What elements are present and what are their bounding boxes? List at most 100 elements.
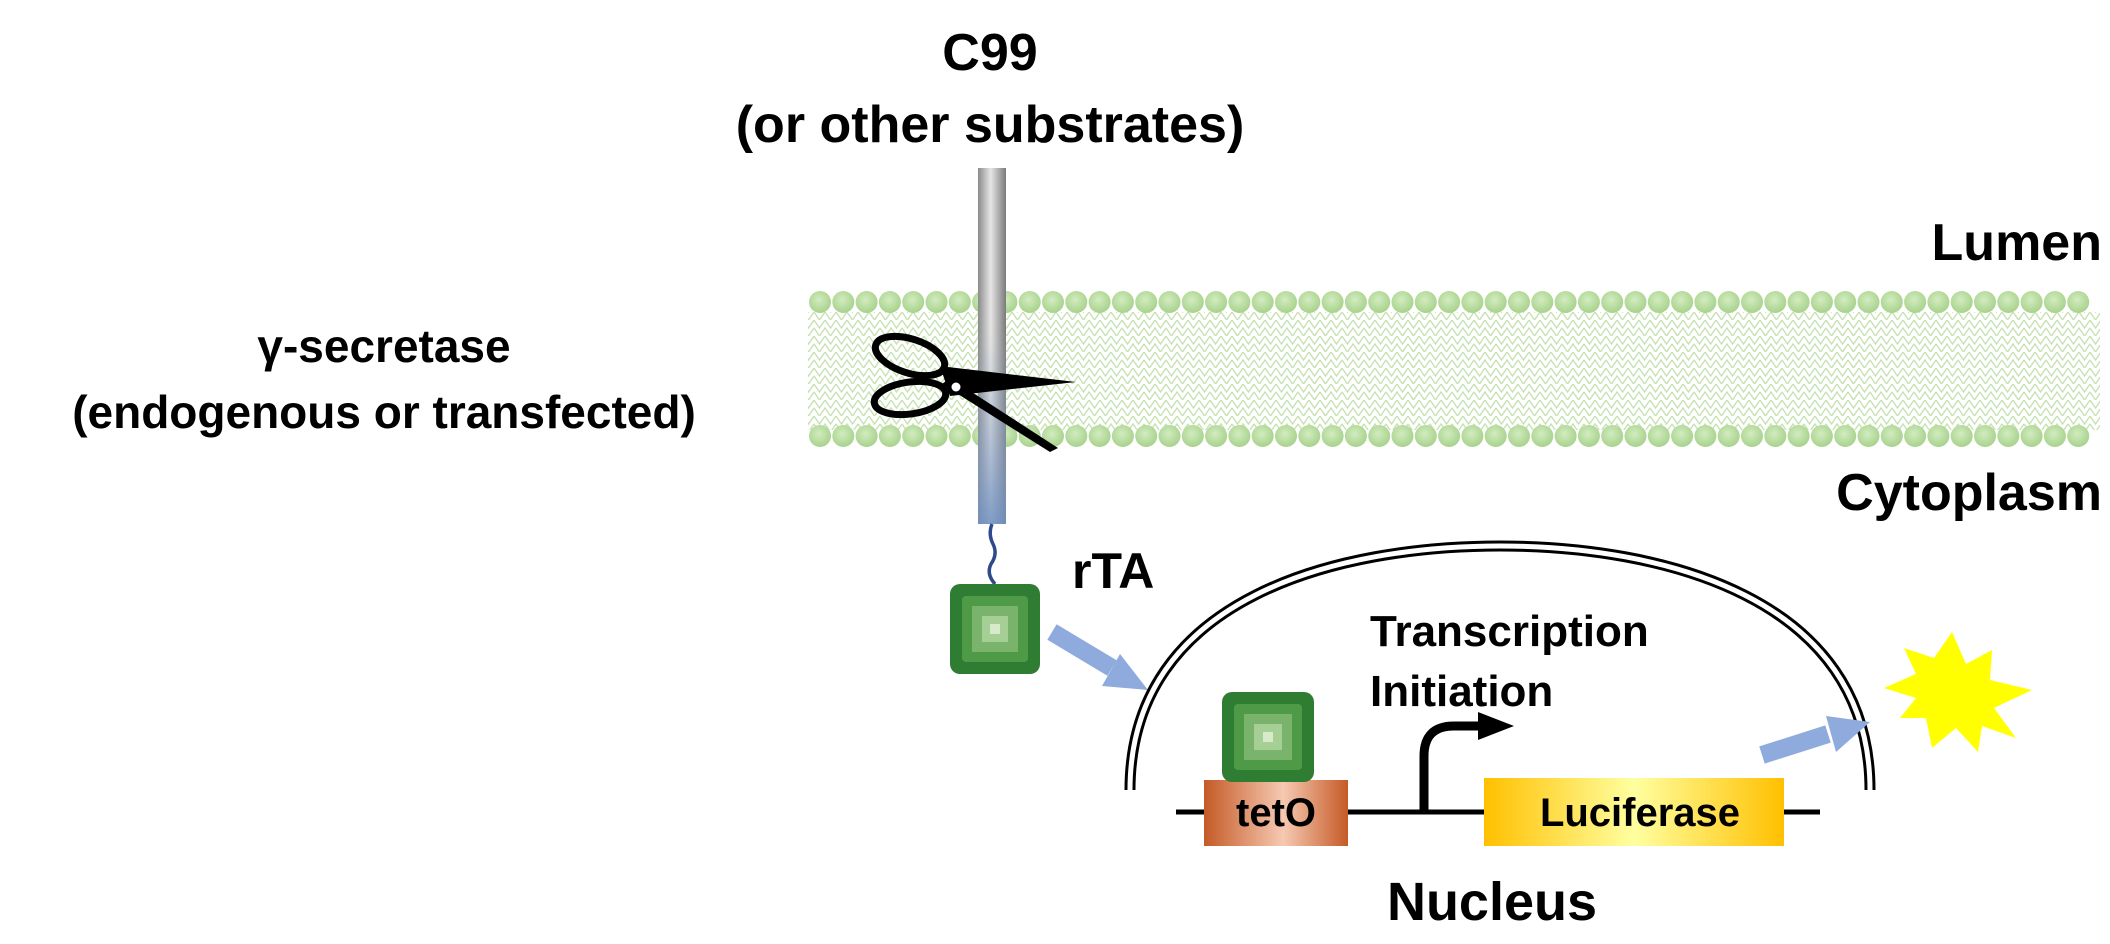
lipid-head (1694, 425, 1717, 447)
lipid-head (1065, 291, 1088, 313)
lipid-bilayer (808, 291, 2100, 447)
luciferase-label: Luciferase (1540, 791, 1740, 835)
lipid-head (1997, 291, 2020, 313)
lipid-head (948, 291, 971, 313)
lipid-head (1298, 425, 1321, 447)
lipid-head (1741, 291, 1763, 313)
lipid-head (1205, 425, 1228, 447)
lipid-heads-inner (809, 425, 2090, 447)
c99-substrate (978, 168, 1006, 586)
lipid-head (855, 291, 878, 313)
lipid-head (1764, 291, 1787, 313)
nuclear-envelope (1124, 540, 1876, 791)
lipid-head (1508, 425, 1530, 447)
lipid-head (1344, 291, 1367, 313)
lipid-head (1904, 291, 1927, 313)
lipid-head (1717, 425, 1740, 447)
lipid-head (1228, 291, 1251, 313)
arrow-to-light (1759, 716, 1870, 764)
lipid-head (1671, 291, 1694, 313)
lipid-head (1088, 425, 1111, 447)
lipid-head (1251, 291, 1274, 313)
substrate-linker (987, 523, 997, 586)
lipid-head (948, 425, 971, 447)
lipid-head (1438, 291, 1461, 313)
lipid-head (878, 425, 901, 447)
lipid-head (1927, 425, 1950, 447)
lipid-head (1671, 425, 1694, 447)
lipid-head (1251, 425, 1274, 447)
lipid-head (1111, 425, 1134, 447)
lipid-head (1554, 291, 1577, 313)
lipid-head (1461, 291, 1484, 313)
lipid-head (809, 425, 831, 447)
lipid-head (1601, 291, 1624, 313)
lipid-head (1135, 291, 1158, 313)
lipid-head (1810, 291, 1833, 313)
lipid-head (1717, 291, 1740, 313)
initiation-label: Initiation (1370, 667, 1553, 716)
lipid-head (1205, 291, 1228, 313)
luciferase-gene-box: Luciferase (1484, 778, 1784, 846)
lipid-head (1554, 425, 1577, 447)
lipid-head (1950, 291, 1973, 313)
lipid-head (1601, 425, 1624, 447)
lipid-head (1438, 425, 1461, 447)
lipid-head (1181, 425, 1204, 447)
lipid-head (1834, 291, 1857, 313)
lumen-label: Lumen (1932, 214, 2102, 272)
lipid-head (925, 291, 948, 313)
lipid-head (1577, 291, 1600, 313)
lipid-head (1484, 291, 1507, 313)
lipid-head (1414, 425, 1437, 447)
lipid-head (1368, 291, 1391, 313)
lipid-head (832, 425, 855, 447)
lipid-head (1042, 291, 1064, 313)
lipid-head (1857, 425, 1880, 447)
lipid-tails (808, 312, 2100, 430)
scissors-icon (870, 332, 1076, 452)
light-flash-icon (1884, 632, 2032, 752)
lipid-head (1065, 425, 1088, 447)
lipid-head (1880, 425, 1903, 447)
lipid-head (1904, 425, 1927, 447)
lipid-head (1111, 291, 1134, 313)
lipid-head (1857, 291, 1880, 313)
gamma-secretase-subtitle: (endogenous or transfected) (72, 386, 696, 438)
lipid-head (1531, 291, 1554, 313)
lipid-head (2067, 425, 2090, 447)
lipid-head (2020, 425, 2043, 447)
lipid-head (1927, 291, 1950, 313)
gamma-secretase-label: γ-secretase (257, 320, 510, 372)
arrow-rta-to-nucleus (1047, 624, 1148, 690)
lipid-head (925, 425, 948, 447)
lipid-head (1787, 425, 1810, 447)
lipid-head (1321, 425, 1344, 447)
lipid-head (1344, 425, 1367, 447)
lipid-head (809, 291, 831, 313)
lipid-head (1974, 291, 1996, 313)
lipid-head (902, 291, 925, 313)
lipid-head (1741, 425, 1763, 447)
transcription-start-arrow-icon (1419, 712, 1514, 812)
lipid-head (1368, 425, 1391, 447)
lipid-head (2067, 291, 2090, 313)
lipid-head (1997, 425, 2020, 447)
lipid-head (2043, 291, 2066, 313)
lipid-head (1647, 425, 1670, 447)
lipid-head (1391, 425, 1414, 447)
lipid-head (1135, 425, 1158, 447)
lipid-head (1624, 291, 1647, 313)
cytoplasm-label: Cytoplasm (1836, 464, 2102, 522)
lipid-head (1694, 291, 1717, 313)
lipid-head (1275, 425, 1297, 447)
nucleus-label: Nucleus (1387, 872, 1597, 932)
lipid-head (1624, 425, 1647, 447)
substrate-title: C99 (942, 24, 1037, 82)
teto-label: tetO (1236, 791, 1316, 835)
lipid-head (1508, 291, 1530, 313)
lipid-head (1391, 291, 1414, 313)
lipid-head (1880, 291, 1903, 313)
lipid-head (1484, 425, 1507, 447)
